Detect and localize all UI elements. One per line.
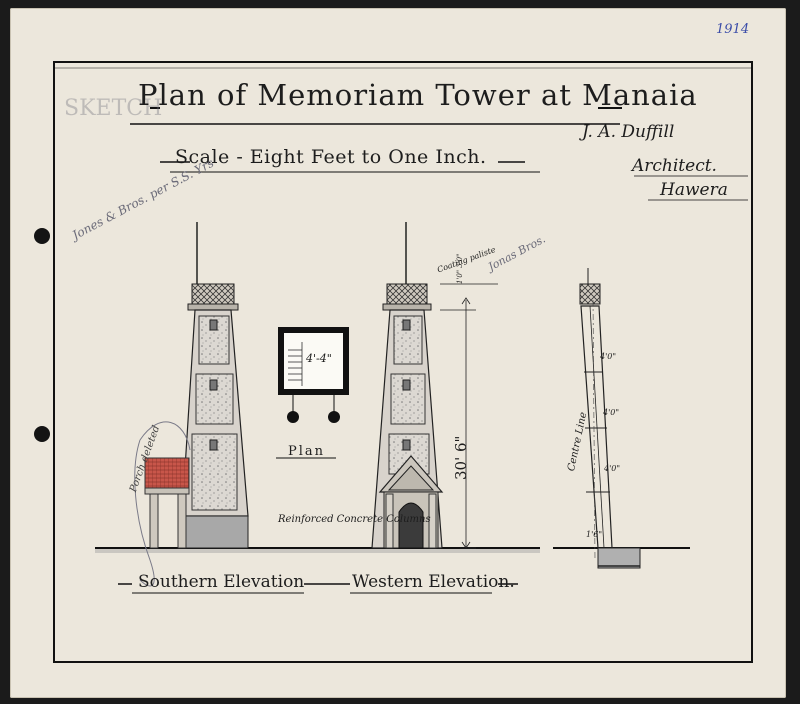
scale-note: Scale - Eight Feet to One Inch. xyxy=(175,146,487,168)
western-elevation-caption: Western Elevation. xyxy=(352,572,515,592)
binder-hole-bottom xyxy=(34,426,50,442)
southern-elevation-caption: Southern Elevation xyxy=(138,572,305,592)
section-dim-1: 4'0" xyxy=(600,352,617,361)
western-elevation xyxy=(371,222,498,549)
southern-elevation xyxy=(134,222,249,587)
reinforced-columns-note: Reinforced Concrete Columns xyxy=(278,514,431,525)
border-frame xyxy=(53,61,753,663)
section-dim-2: 4'0" xyxy=(603,408,620,417)
section-base-dimension: 1'6" xyxy=(586,530,603,539)
height-dimension: 30' 6" xyxy=(452,435,470,480)
plan-label: Plan xyxy=(288,444,326,459)
drawing-title: Plan of Memoriam Tower at Manaia xyxy=(138,78,698,112)
binder-hole-top xyxy=(34,228,50,244)
architect-role: Architect. xyxy=(632,156,717,176)
architect-town: Hawera xyxy=(660,180,728,200)
tower-section xyxy=(553,268,690,569)
pencil-heading: SKETCH xyxy=(64,96,163,121)
section-dim-3: 4'0" xyxy=(604,464,621,473)
top-dimension: 1'0" 3'0" xyxy=(456,253,464,284)
year-label: 1914 xyxy=(716,22,750,37)
architect-name: J. A. Duffill xyxy=(582,122,675,142)
floor-plan xyxy=(276,327,349,459)
plan-room-label: 4'-4" xyxy=(306,352,332,365)
